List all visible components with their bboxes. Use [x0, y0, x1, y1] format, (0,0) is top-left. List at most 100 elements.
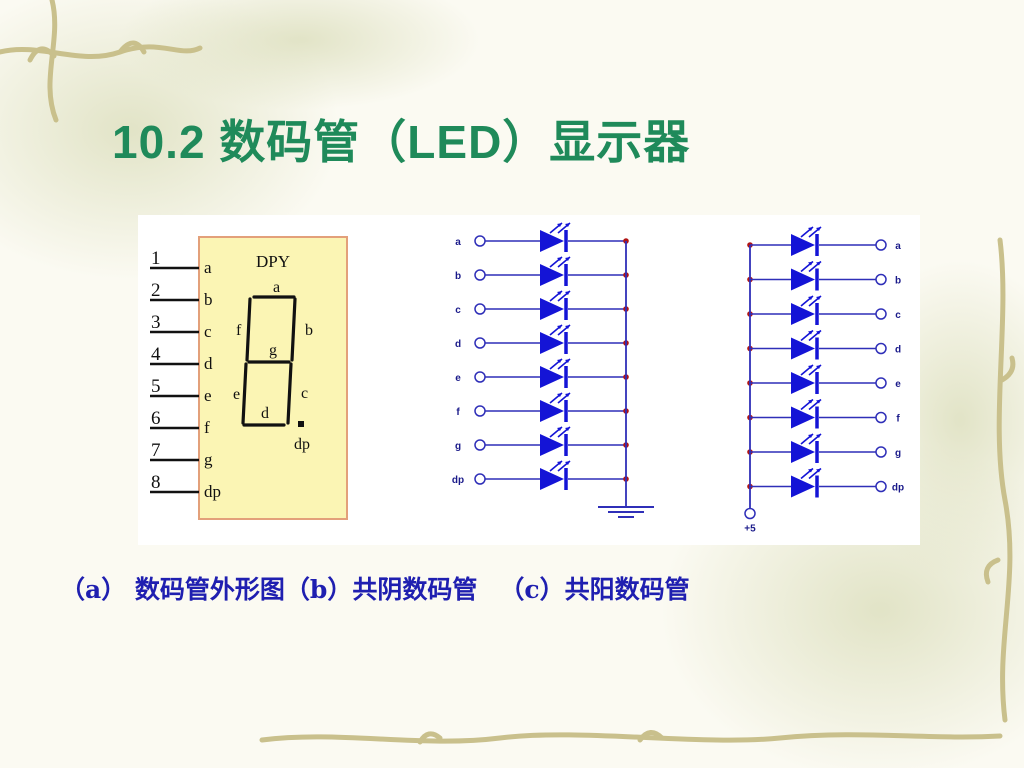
cathode-terminal-g	[474, 439, 486, 451]
caption-ab: （a） 数码管外形图（b）共阴数码管	[60, 575, 478, 604]
segment-label-dp: dp	[294, 436, 310, 453]
pin-number-3: 3	[151, 312, 161, 333]
anode-signal-label-a: a	[895, 241, 901, 252]
dpy-label: DPY	[256, 252, 290, 271]
segment-label-a: a	[273, 279, 280, 296]
light-arrowhead-f	[808, 399, 821, 404]
vine-right-decoration	[983, 237, 1016, 723]
led-diode-g	[791, 441, 815, 463]
caption-c: （c）共阳数码管	[499, 575, 690, 604]
slide-title: 10.2 数码管（LED）显示器	[112, 116, 691, 168]
segment-b	[290, 297, 297, 362]
segment-f	[245, 297, 252, 362]
pin-label-b: b	[204, 290, 213, 309]
pin-number-2: 2	[151, 280, 161, 301]
cathode-signal-label-e: e	[455, 373, 461, 384]
supply-terminal	[744, 507, 756, 520]
segment-label-d: d	[261, 405, 269, 422]
pin-label-e: e	[204, 386, 212, 405]
pin-number-6: 6	[151, 408, 161, 429]
anode-signal-label-d: d	[895, 345, 901, 356]
segment-label-e: e	[233, 386, 240, 403]
led-diode-b	[540, 264, 564, 286]
cathode-terminal-e	[474, 371, 486, 383]
cathode-terminal-b	[474, 269, 486, 281]
anode-signal-label-b: b	[895, 276, 901, 287]
light-arrowhead-b	[557, 257, 570, 261]
light-arrowhead-b	[808, 261, 821, 266]
led-diode-a	[540, 230, 564, 252]
pin-number-8: 8	[151, 472, 161, 493]
figure-b-common-cathode: a b c d e f g dp	[452, 222, 654, 518]
segment-label-f: f	[236, 322, 242, 339]
light-arrowhead-g	[557, 427, 570, 431]
cathode-signal-label-dp: dp	[452, 475, 464, 486]
led-diode-d	[791, 337, 815, 360]
anode-signal-label-f: f	[896, 414, 900, 425]
dpy-body	[198, 236, 348, 520]
cathode-signal-label-a: a	[455, 237, 461, 248]
led-diode-e	[540, 366, 564, 388]
supply-label: +5	[744, 524, 756, 535]
led-diode-b	[791, 268, 815, 291]
segment-label-g: g	[269, 342, 277, 359]
cathode-terminal-c	[474, 303, 486, 315]
led-diode-dp	[540, 468, 564, 490]
pin-number-1: 1	[151, 248, 161, 269]
anode-terminal-b	[875, 273, 887, 286]
led-diode-f	[791, 406, 815, 429]
led-diode-g	[540, 434, 564, 456]
cathode-signal-label-c: c	[455, 305, 461, 316]
pin-number-4: 4	[151, 344, 161, 365]
pin-label-a: a	[204, 258, 212, 277]
cathode-terminal-f	[474, 405, 486, 417]
light-arrowhead-e	[557, 359, 570, 363]
led-diode-a	[791, 234, 815, 256]
cathode-signal-label-g: g	[455, 441, 461, 452]
anode-terminal-f	[875, 411, 887, 424]
segment-e	[241, 362, 248, 425]
led-diode-f	[540, 400, 564, 422]
anode-terminal-d	[875, 342, 887, 355]
led-diode-dp	[791, 475, 815, 498]
vine-top-left-decoration	[0, 0, 203, 123]
light-arrowhead-d	[557, 325, 570, 329]
anode-terminal-g	[875, 446, 887, 458]
cathode-terminal-dp	[474, 473, 486, 485]
cathode-signal-label-f: f	[456, 407, 460, 418]
light-arrowhead-c	[808, 296, 821, 300]
pin-label-d: d	[204, 354, 213, 373]
pin-number-7: 7	[151, 440, 161, 461]
pin-number-5: 5	[151, 376, 161, 397]
led-diode-d	[540, 332, 564, 354]
segment-label-b: b	[305, 322, 313, 339]
segment-dp	[298, 421, 304, 427]
cathode-signal-label-b: b	[455, 271, 461, 282]
light-arrowhead-d	[808, 330, 821, 335]
cathode-signal-label-d: d	[455, 339, 461, 350]
light-arrowhead-c	[557, 291, 570, 295]
anode-terminal-a	[875, 239, 887, 251]
pin-label-g: g	[204, 450, 213, 469]
anode-signal-label-c: c	[895, 310, 901, 321]
segment-label-c: c	[301, 385, 308, 402]
anode-terminal-c	[875, 308, 887, 320]
pin-label-f: f	[204, 418, 210, 437]
figure-caption: （a） 数码管外形图（b）共阴数码管 （c）共阳数码管	[60, 570, 690, 606]
light-arrowhead-e	[808, 365, 821, 369]
led-diode-c	[540, 298, 564, 320]
anode-signal-label-dp: dp	[892, 483, 904, 494]
led-diode-e	[791, 372, 815, 394]
pin-label-dp: dp	[204, 482, 221, 501]
light-arrowhead-a	[808, 227, 821, 231]
light-arrowhead-f	[557, 393, 570, 397]
segment-c	[286, 362, 293, 425]
anode-signal-label-g: g	[895, 448, 901, 459]
anode-terminal-e	[875, 377, 887, 389]
vine-bottom-decoration	[259, 730, 1003, 745]
anode-terminal-dp	[875, 480, 887, 493]
light-arrowhead-g	[808, 434, 821, 438]
light-arrowhead-dp	[557, 461, 570, 465]
